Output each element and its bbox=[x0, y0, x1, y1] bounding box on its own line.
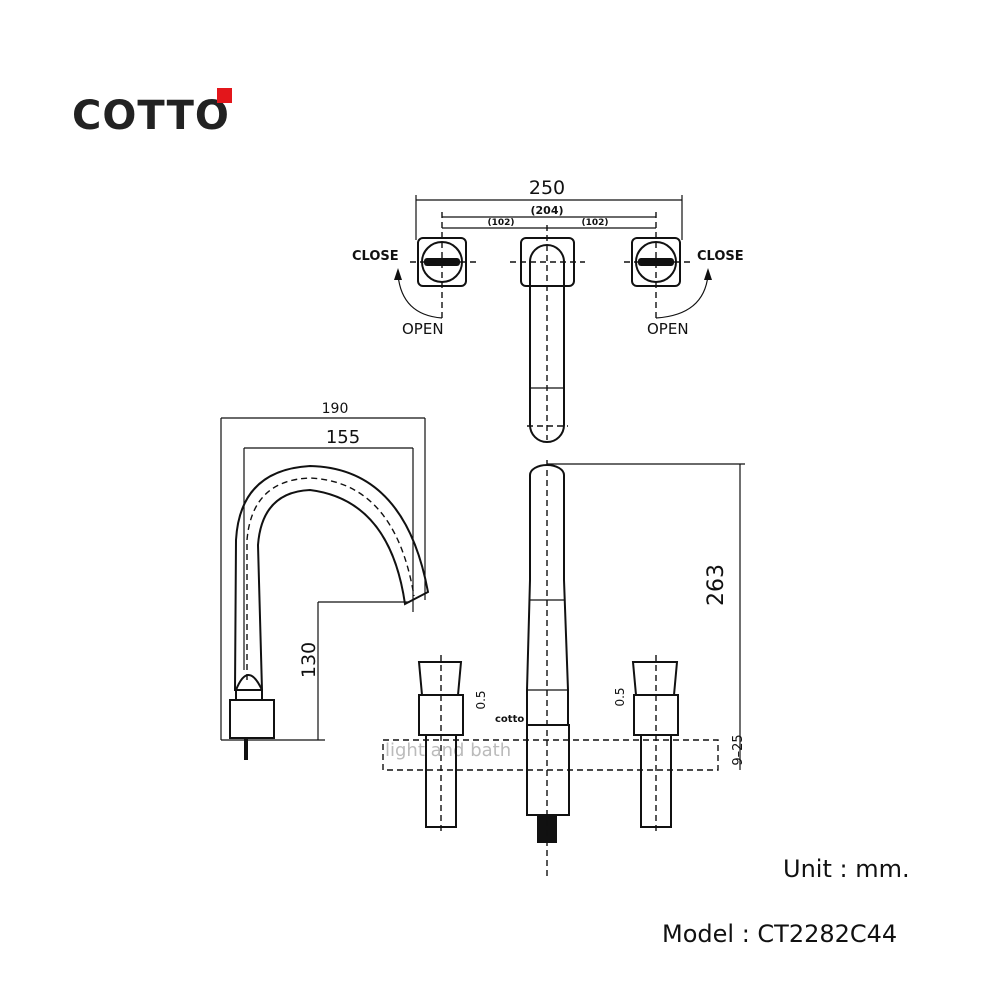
counter-top-section bbox=[382, 739, 719, 771]
left-rotation-arc bbox=[397, 274, 443, 319]
dim-250: 250 bbox=[529, 177, 565, 199]
right-close-label: CLOSE bbox=[697, 249, 744, 264]
right-gap-dim: 0.5 bbox=[613, 687, 627, 706]
right-handle-front bbox=[631, 661, 679, 696]
dim-102-right: (102) bbox=[581, 218, 608, 228]
front-view: 263 9–25 light and bath cotto 0.5 0.5 bbox=[382, 460, 746, 880]
brand-logo-mark bbox=[217, 88, 232, 103]
left-close-label: CLOSE bbox=[352, 249, 399, 264]
spout-top bbox=[529, 244, 565, 443]
model-label: Model : CT2282C44 bbox=[662, 920, 898, 948]
dim-102-left: (102) bbox=[487, 218, 514, 228]
brand-logo: COTTO bbox=[72, 93, 230, 139]
unit-label: Unit : mm. bbox=[783, 855, 910, 883]
dim-190: 190 bbox=[322, 401, 349, 417]
dim-263: 263 bbox=[704, 564, 729, 606]
watermark: light and bath bbox=[385, 740, 511, 761]
right-rotation-arc bbox=[655, 274, 709, 319]
dim-130: 130 bbox=[298, 642, 320, 678]
left-open-label: OPEN bbox=[402, 320, 444, 338]
right-open-label: OPEN bbox=[647, 320, 689, 338]
spout-brand-mark: cotto bbox=[495, 714, 524, 725]
side-view: 190 155 130 bbox=[220, 401, 430, 760]
dim-9-25: 9–25 bbox=[731, 734, 746, 765]
left-handle-front bbox=[417, 661, 463, 696]
left-gap-dim: 0.5 bbox=[474, 690, 488, 709]
dim-204: (204) bbox=[530, 204, 563, 217]
spout-front bbox=[526, 464, 569, 726]
spout-side-profile bbox=[233, 464, 430, 691]
top-view: 250 (204) (102) (102) CLOSE OPEN bbox=[352, 177, 744, 443]
dim-155: 155 bbox=[326, 427, 360, 448]
spout-base-side bbox=[229, 699, 275, 739]
